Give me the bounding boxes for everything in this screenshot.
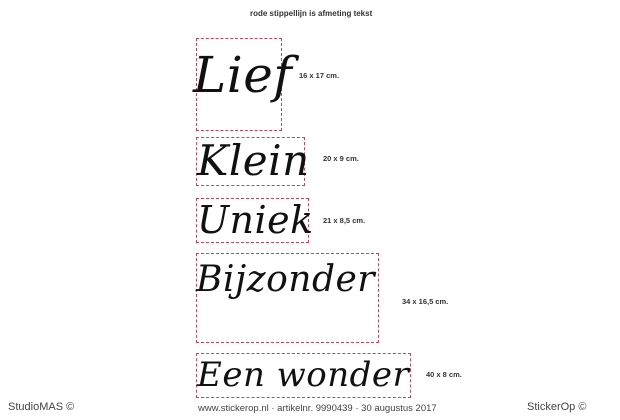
size-box-uniek	[196, 198, 309, 243]
size-box-klein	[196, 137, 305, 186]
word-klein: Klein	[197, 136, 310, 185]
size-label-bijzonder: 34 x 16,5 cm.	[402, 297, 449, 306]
word-uniek: Uniek	[197, 198, 314, 242]
size-label-lief: 16 x 17 cm.	[299, 71, 340, 80]
size-box-lief	[196, 38, 282, 131]
dimension-caption: rode stippellijn is afmeting tekst	[250, 9, 373, 18]
footer-credit-left: StudioMAS ©	[8, 401, 75, 413]
footer-product-info: www.stickerop.nl · artikelnr. 9990439 · …	[198, 403, 437, 414]
word-bijzonder: Bijzonder	[196, 259, 376, 300]
word-lief: Lief	[193, 46, 293, 104]
size-label-uniek: 21 x 8,5 cm.	[323, 216, 366, 225]
size-box-een-wonder	[196, 353, 411, 398]
footer-credit-right: StickerOp ©	[527, 401, 587, 413]
size-label-een-wonder: 40 x 8 cm.	[426, 370, 462, 379]
size-label-klein: 20 x 9 cm.	[323, 154, 359, 163]
size-box-bijzonder	[196, 253, 379, 343]
word-een-wonder: Een wonder	[197, 355, 410, 395]
